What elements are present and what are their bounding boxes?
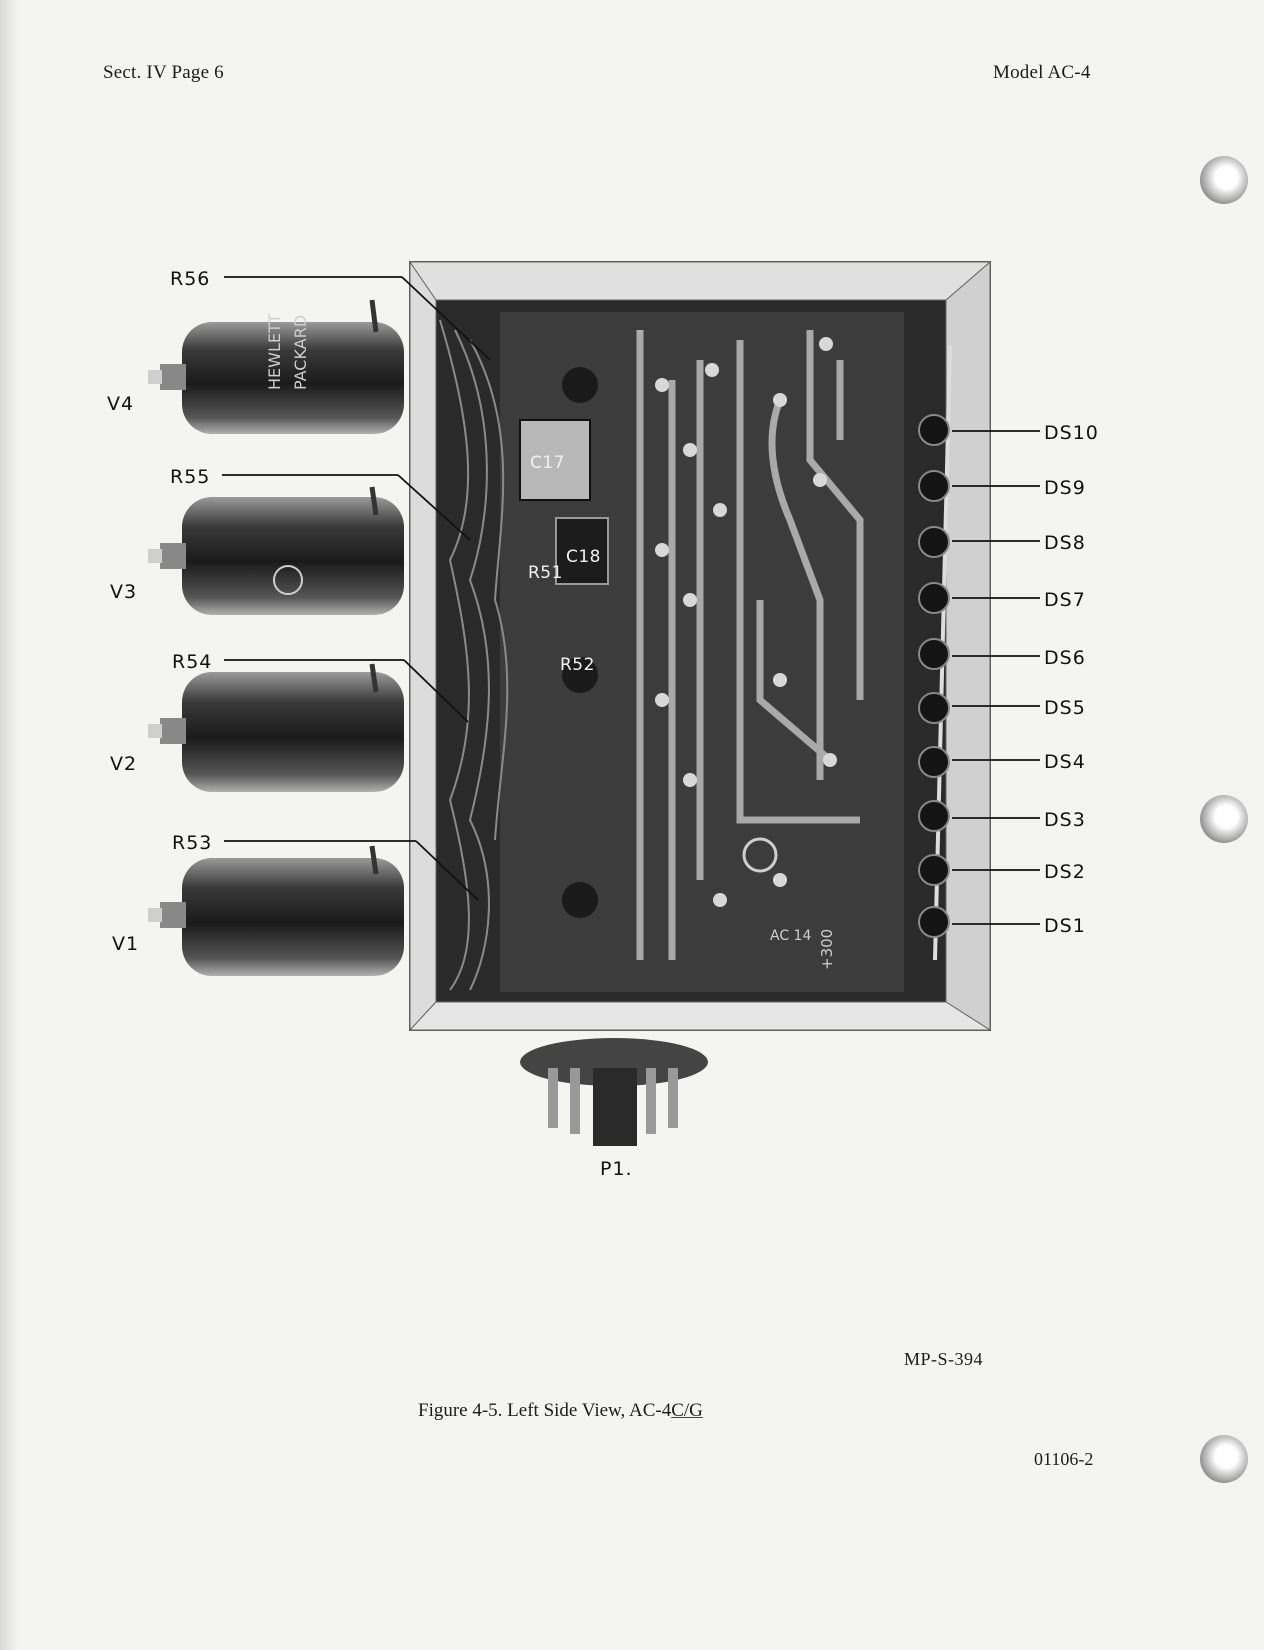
label-ds4: DS4 <box>1044 751 1086 773</box>
figure-caption-text: Figure 4-5. Left Side View, AC-4 <box>418 1400 672 1421</box>
label-c18: C18 <box>566 547 601 567</box>
svg-text:+300: +300 <box>818 929 836 970</box>
indicator-lamp-column <box>918 344 952 961</box>
label-ds1: DS1 <box>1044 915 1086 937</box>
page-header-section: Sect. IV Page 6 <box>103 62 224 83</box>
tube-v3 <box>148 486 404 615</box>
document-number: 01106-2 <box>1034 1449 1094 1469</box>
label-ds8: DS8 <box>1044 532 1086 554</box>
label-ds6: DS6 <box>1044 647 1086 669</box>
label-r56: R56 <box>170 268 210 290</box>
callout-leader-lines <box>222 276 1040 925</box>
binder-hole-icon <box>1200 795 1248 843</box>
label-r52: R52 <box>560 655 595 675</box>
label-r53: R53 <box>172 832 212 854</box>
label-ds5: DS5 <box>1044 697 1086 719</box>
tube-v1 <box>148 845 404 976</box>
tube-v4: HEWLETT PACKARD <box>148 299 404 434</box>
label-r55: R55 <box>170 466 210 488</box>
label-p1: P1. <box>600 1158 633 1180</box>
figure-caption: Figure 4-5. Left Side View, AC-4C/G <box>418 1400 703 1422</box>
page-header-model: Model AC-4 <box>993 62 1091 83</box>
photo-number: MP-S-394 <box>904 1349 984 1369</box>
label-v3: V3 <box>110 581 137 603</box>
vacuum-tubes: HEWLETT PACKARD <box>148 299 404 976</box>
svg-text:AC 14: AC 14 <box>770 928 811 944</box>
label-ds2: DS2 <box>1044 861 1086 883</box>
svg-text:PACKARD: PACKARD <box>291 315 310 390</box>
circuit-board: +300 AC 14 <box>500 312 904 992</box>
label-r54: R54 <box>172 651 212 673</box>
page-edge-shadow <box>0 0 18 1650</box>
label-v1: V1 <box>112 933 139 955</box>
figure-caption-variant: C/G <box>671 1400 703 1421</box>
label-ds3: DS3 <box>1044 809 1086 831</box>
label-ds10: DS10 <box>1044 422 1099 444</box>
label-v4: V4 <box>107 393 134 415</box>
label-v2: V2 <box>110 753 137 775</box>
svg-text:HEWLETT: HEWLETT <box>265 314 284 390</box>
p1-octal-plug <box>520 1038 708 1146</box>
tube-v2 <box>148 663 404 792</box>
label-ds7: DS7 <box>1044 589 1086 611</box>
label-r51: R51 <box>528 563 563 583</box>
label-ds9: DS9 <box>1044 477 1086 499</box>
wiring-bundle <box>439 319 509 991</box>
binder-hole-icon <box>1200 1435 1248 1483</box>
binder-hole-icon <box>1200 156 1248 204</box>
label-c17: C17 <box>530 453 565 473</box>
